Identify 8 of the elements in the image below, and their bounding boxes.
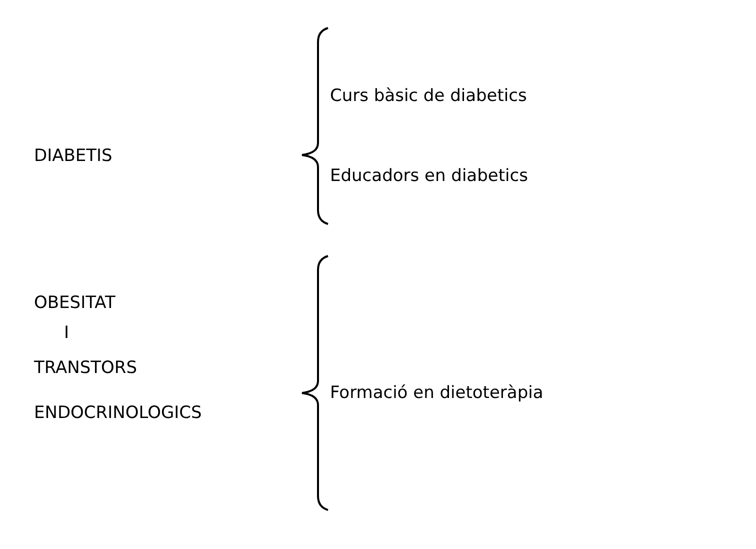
list-text: DIABETIS	[34, 146, 112, 166]
list-text: Curs bàsic de diabetics	[330, 86, 527, 106]
list-text: I	[64, 323, 70, 343]
list-text: Educadors en diabetics	[330, 166, 528, 186]
list-text: TRANSTORS	[34, 358, 138, 378]
list-text: Formació en dietoteràpia	[330, 383, 544, 403]
list-text: OBESITAT	[34, 293, 116, 313]
list-text: ENDOCRINOLOGICS	[34, 403, 202, 423]
